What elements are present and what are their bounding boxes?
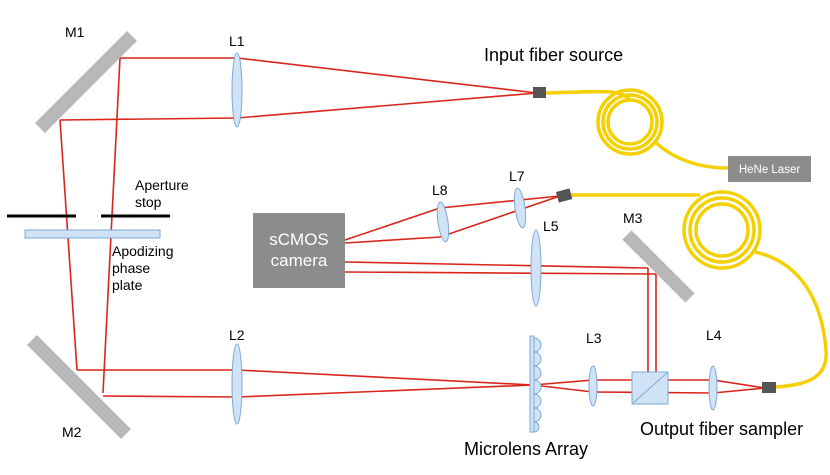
- aperture-label-line2: stop: [135, 194, 162, 210]
- output-fiber-sampler-connector: [762, 382, 776, 393]
- label-l1: L1: [229, 33, 245, 49]
- mirror-m3: [622, 230, 695, 303]
- lens-l7: [513, 187, 527, 229]
- lens-l8: [436, 201, 450, 243]
- apod-label-line3: plate: [112, 277, 143, 293]
- mirror-m2: [27, 335, 131, 439]
- label-m3: M3: [623, 210, 643, 226]
- lens-l2: [231, 343, 243, 425]
- microlens-array: [529, 335, 542, 433]
- label-l4: L4: [706, 327, 722, 343]
- apod-label-line2: phase: [112, 260, 150, 276]
- lens-l5: [530, 229, 542, 307]
- aperture-label-line1: Aperture: [135, 177, 189, 193]
- laser-label: HeNe Laser: [739, 164, 801, 176]
- lens-l3: [588, 365, 598, 407]
- label-l8: L8: [432, 182, 448, 198]
- label-l2: L2: [229, 327, 245, 343]
- input-fiber-label: Input fiber source: [484, 45, 623, 65]
- apodizing-phase-plate: [24, 229, 161, 239]
- camera-label-line2: camera: [271, 251, 328, 270]
- label-l7: L7: [509, 168, 525, 184]
- label-l5: L5: [543, 218, 559, 234]
- hene-laser: HeNe Laser: [728, 156, 811, 182]
- input-fiber-connector: [533, 87, 546, 98]
- label-m1: M1: [65, 24, 85, 40]
- input-fiber: [544, 88, 729, 170]
- camera-label-line1: sCMOS: [269, 230, 329, 249]
- lens-l4: [708, 365, 718, 411]
- apod-label-line1: Apodizing: [112, 243, 174, 259]
- label-l3: L3: [586, 330, 602, 346]
- scmos-camera: sCMOS camera: [253, 213, 345, 288]
- beam-splitter-cube: [631, 371, 669, 405]
- output-fiber-label: Output fiber sampler: [640, 419, 803, 439]
- lenses: [231, 52, 718, 425]
- lens-l1: [231, 52, 243, 128]
- label-m2: M2: [62, 424, 82, 440]
- mirror-m1: [35, 31, 137, 133]
- output-fiber: [570, 190, 828, 389]
- microlens-label: Microlens Array: [464, 439, 588, 459]
- laser-beams: [59, 57, 766, 398]
- output-fiber-l7-connector: [555, 188, 573, 203]
